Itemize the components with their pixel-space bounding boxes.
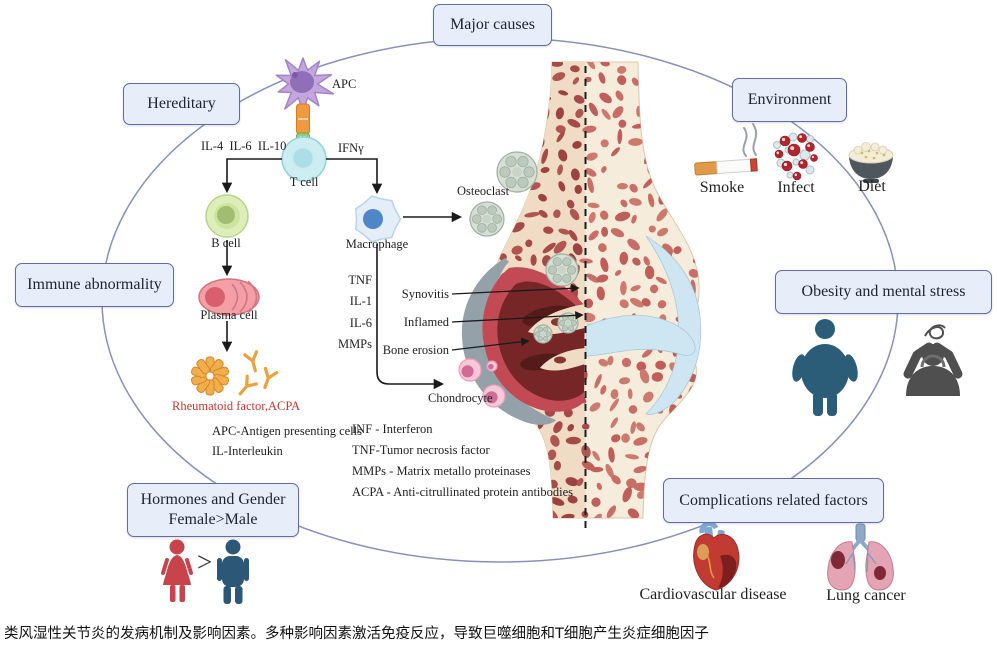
diet-bowl-icon (848, 142, 894, 183)
rheumatoid-factor-icon (190, 356, 230, 396)
plasma-cell-er (231, 280, 258, 314)
cytokine-mmps: MMPs (337, 337, 372, 351)
box-hormones-line1: Hormones and Gender (140, 491, 286, 508)
lung-cancer-label: Lung cancer (826, 587, 906, 604)
cytokine-il6: IL-6 (349, 316, 372, 330)
b-cell-nucleus (217, 206, 235, 224)
t-cell-nucleus (290, 145, 316, 171)
b-cell-label: B cell (211, 236, 241, 250)
plasma-cell-nucleus (205, 287, 225, 307)
cardiovascular-label: Cardiovascular disease (639, 586, 787, 603)
box-complications-label: Complications related factors (679, 491, 868, 509)
arrow-tcell-to-macrophage (326, 158, 383, 195)
arrow-inflamed (451, 311, 584, 323)
osteoclast-icon (533, 324, 553, 344)
chondrocyte-label: Chondrocyte (428, 391, 493, 405)
synovitis-label: Synovitis (401, 287, 449, 301)
chondrocyte-icon (482, 384, 506, 408)
osteoclast-cells (469, 151, 579, 344)
chondrocyte-cells (458, 358, 506, 408)
healthy-joint-space (585, 314, 696, 357)
people-icons (161, 319, 963, 604)
box-immune-abnormality: Immune abnormality (15, 263, 174, 307)
male-icon (217, 539, 249, 604)
box-hereditary: Hereditary (123, 83, 240, 125)
heart-icon (693, 521, 740, 591)
arrow-bone-erosion (451, 337, 530, 351)
cytokine-tnf: TNF (348, 273, 372, 287)
osteoclast-icon (469, 201, 505, 237)
pathway-cells (190, 57, 402, 396)
infect-bacteria-icon (773, 132, 818, 181)
arrow-synovitis (451, 284, 580, 295)
box-major-causes-label: Major causes (450, 16, 535, 33)
box-hereditary-label: Hereditary (147, 95, 216, 112)
smoke-label: Smoke (699, 179, 745, 196)
t-cell-label: T cell (289, 175, 319, 189)
diet-label: Diet (858, 178, 886, 195)
smoke-curls-icon (742, 123, 758, 157)
plasma-cell-label: Plasma cell (200, 308, 258, 322)
osteoclast-icon (496, 151, 538, 193)
osteoclast-icon (545, 253, 579, 287)
ifn-gamma-label: IFNγ (338, 141, 364, 155)
chondrocyte-icon (458, 358, 482, 382)
apc-granule (292, 72, 298, 78)
box-immune-abnormality-label: Immune abnormality (27, 276, 162, 293)
arrow-cytokines-to-chondrocyte (376, 244, 445, 390)
organ-icons (693, 521, 894, 591)
box-major-causes: Major causes (433, 4, 552, 46)
bone-erosion-label: Bone erosion (382, 343, 449, 357)
abbr-mmps: MMPs - Matrix metallo proteinases (352, 464, 531, 478)
abbr-tnf: TNF-Tumor necrosis factor (352, 443, 490, 457)
antibody-icons (238, 350, 279, 396)
obesity-person-icon (792, 319, 858, 416)
stress-person-icon (903, 324, 963, 396)
osteoclast-icon (557, 312, 579, 334)
gender-comparator: > (197, 547, 213, 577)
female-icon (161, 539, 193, 602)
osteoclast-label: Osteoclast (457, 184, 510, 198)
abbr-acpa: ACPA - Anti-citrullinated protein antibo… (352, 485, 574, 499)
abbr-inf: INF - Interferon (352, 422, 433, 436)
chondrocyte-icon (486, 360, 498, 372)
joint-capsule-gray (461, 258, 556, 425)
box-environment-label: Environment (747, 91, 832, 108)
box-obesity-stress-label: Obesity and mental stress (801, 283, 966, 300)
environment-icons (694, 123, 894, 183)
erosion-spot (554, 356, 566, 364)
inflamed-label: Inflamed (403, 315, 449, 329)
box-environment: Environment (732, 78, 847, 122)
macrophage-label: Macrophage (345, 237, 409, 251)
lungs-icon (827, 523, 894, 591)
figure-caption: 类风湿性关节炎的发病机制及影响因素。多种影响因素激活免疫反应，导致巨噬细胞和T细… (4, 626, 709, 642)
stress-scribble-icon (924, 324, 946, 340)
arrow-tcell-to-bcell (221, 158, 282, 194)
pathway-arrows (221, 158, 584, 390)
box-hormones-gender: Hormones and Gender Female>Male (127, 483, 299, 537)
apc-label: APC (332, 77, 357, 91)
abbr-il: IL-Interleukin (212, 444, 283, 458)
macrophage-nucleus (363, 209, 383, 229)
cigarette-icon (694, 158, 758, 176)
box-hormones-line2: Female>Male (168, 511, 258, 528)
infect-label: Infect (777, 179, 815, 196)
box-obesity-stress: Obesity and mental stress (775, 270, 992, 314)
abbr-apc: APC-Antigen presenting cells (212, 424, 362, 438)
box-complications: Complications related factors (663, 478, 884, 523)
healthy-cartilage-band (645, 235, 702, 415)
cytokine-il1: IL-1 (349, 294, 372, 308)
interleukin-labels: IL-4 IL-6 IL-10 (201, 139, 287, 153)
autoantibody-label: Rheumatoid factor,ACPA (172, 399, 301, 413)
